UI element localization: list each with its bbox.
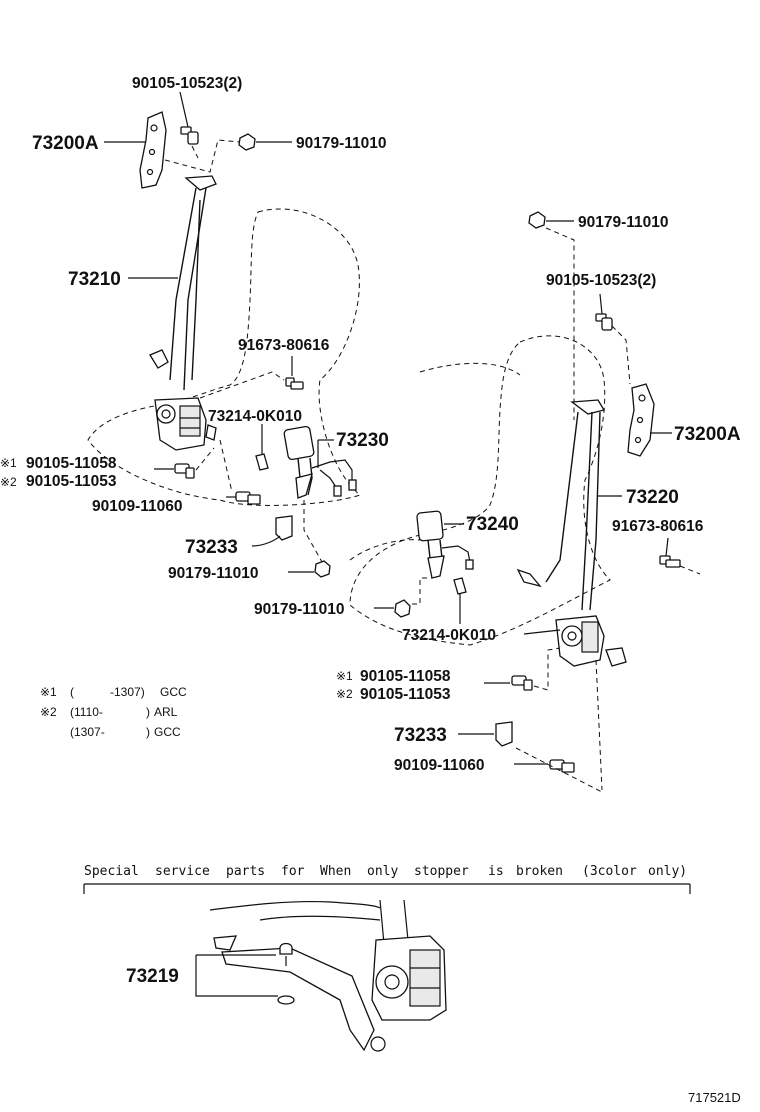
buckle-73240 <box>416 510 474 579</box>
label-73240: 73240 <box>466 514 519 535</box>
special-word-8: broken <box>516 864 563 879</box>
buckle-73230 <box>283 425 357 499</box>
special-word-10: only) <box>648 864 687 879</box>
left-upper-anchor <box>104 111 167 189</box>
cover-73233-left <box>251 515 293 547</box>
label-90105-11053-left: 90105-11053 <box>26 473 117 490</box>
bolt-90105-10523-left <box>179 91 199 145</box>
label-90105-11058-right: 90105-11058 <box>360 668 451 685</box>
note-2-code: ARL <box>154 705 178 719</box>
label-91673-80616-right: 91673-80616 <box>612 518 704 535</box>
label-73219: 73219 <box>126 966 179 987</box>
left-seat-outline <box>87 208 362 506</box>
note-1-mark: ※1 <box>40 685 57 699</box>
note-2-range: (1110- <box>70 705 103 719</box>
note-1-open: ( <box>70 685 74 699</box>
label-90105-10523-left: 90105-10523(2) <box>132 75 242 92</box>
label-90179-11010-top-right: 90179-11010 <box>578 214 669 231</box>
special-part-illustration <box>195 899 447 1052</box>
label-90109-11060-right: 90109-11060 <box>394 757 485 774</box>
note-3-close: ) <box>146 725 150 739</box>
label-73214-0K010-left: 73214-0K010 <box>208 408 302 425</box>
bolt-90105-1105x-left <box>154 463 195 479</box>
right-belt-73220 <box>516 399 622 611</box>
label-73233-left: 73233 <box>185 537 238 558</box>
special-word-6: stopper <box>414 864 469 879</box>
nut-90179-11010-mid-left <box>288 560 331 578</box>
note-2-mark: ※2 <box>40 705 57 719</box>
label-73214-0K010-right: 73214-0K010 <box>402 627 496 644</box>
note-1-range: -1307) <box>110 685 145 699</box>
clip-73214-right <box>453 577 467 624</box>
note-2-close: ) <box>146 705 150 719</box>
illustration-id: 717521D <box>688 1090 741 1105</box>
nut-90179-11010-top-left <box>238 133 292 151</box>
left-belt-73210 <box>128 175 217 391</box>
label-73220: 73220 <box>626 487 679 508</box>
label-90105-10523-right: 90105-10523(2) <box>546 272 656 289</box>
special-word-3: for <box>281 864 305 879</box>
nut-90179-11010-top-right <box>528 211 574 229</box>
marker-2-right: ※2 <box>336 687 353 701</box>
nut-90179-11010-mid-right <box>374 599 411 618</box>
label-90109-11060-left: 90109-11060 <box>92 498 183 515</box>
marker-2-left: ※2 <box>0 475 17 489</box>
label-73233-right: 73233 <box>394 725 447 746</box>
special-word-4: When <box>320 864 351 879</box>
right-retractor <box>523 615 627 667</box>
note-1-code: GCC <box>160 685 187 699</box>
special-word-5: only <box>367 864 398 879</box>
label-90179-11010-mid-left: 90179-11010 <box>168 565 259 582</box>
marker-1-right: ※1 <box>336 669 353 683</box>
special-word-9: (3color <box>582 864 637 879</box>
special-word-0: Special <box>84 864 139 879</box>
note-3-code: GCC <box>154 725 181 739</box>
note-3-range: (1307- <box>70 725 105 739</box>
bolt-90105-1105x-right <box>484 675 533 691</box>
label-73200A-right: 73200A <box>674 424 741 445</box>
label-90105-11053-right: 90105-11053 <box>360 686 451 703</box>
right-seat-outline <box>349 335 611 646</box>
label-90105-11058-left: 90105-11058 <box>26 455 117 472</box>
bolt-90105-10523-right <box>595 293 613 331</box>
cover-73233-right <box>458 721 513 747</box>
bolt-91673-80616-right <box>659 537 681 568</box>
label-73200A-left: 73200A <box>32 133 99 154</box>
label-90179-11010-top-left: 90179-11010 <box>296 135 387 152</box>
label-91673-80616-left: 91673-80616 <box>238 337 330 354</box>
bolt-91673-80616-left <box>285 356 304 390</box>
left-retractor <box>154 397 217 451</box>
label-90179-11010-mid-right: 90179-11010 <box>254 601 345 618</box>
special-word-2: parts <box>226 864 265 879</box>
label-73230: 73230 <box>336 430 389 451</box>
label-73210: 73210 <box>68 269 121 290</box>
special-word-1: service <box>155 864 210 879</box>
bolt-90109-11060-left <box>226 491 261 505</box>
marker-1-left: ※1 <box>0 456 17 470</box>
right-upper-anchor <box>627 383 672 457</box>
clip-73214-left <box>255 424 269 471</box>
special-word-7: is <box>488 864 504 879</box>
